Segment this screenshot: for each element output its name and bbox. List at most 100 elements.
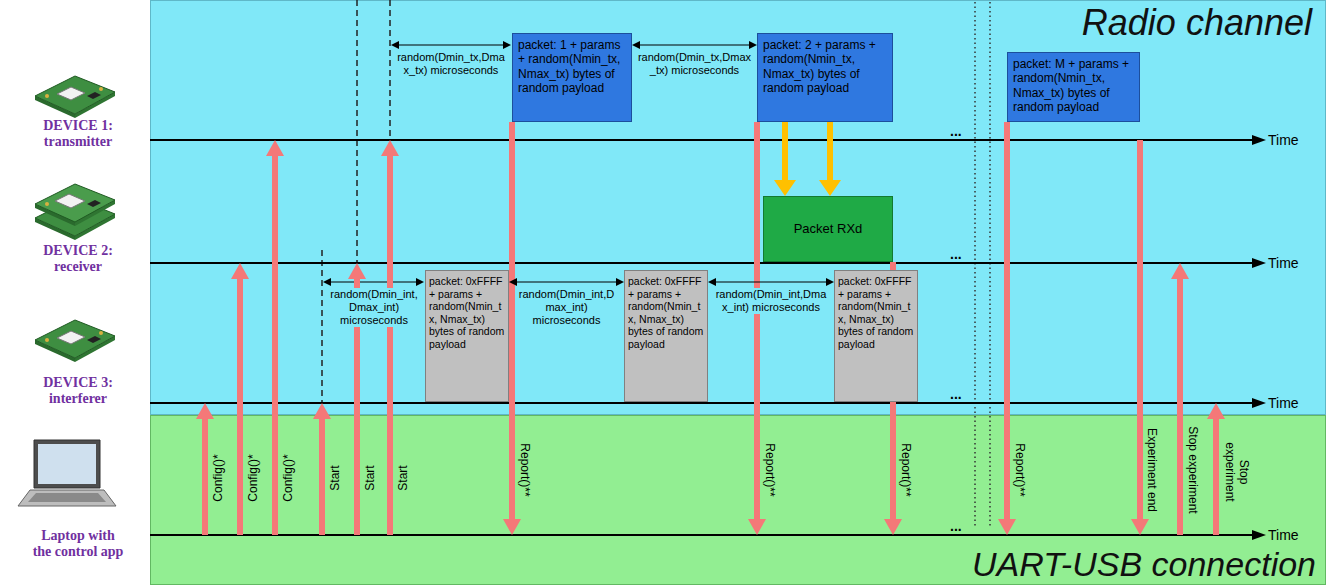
radio-module <box>57 331 85 344</box>
ellipsis: ... <box>950 246 962 262</box>
board-edge <box>75 92 115 118</box>
board <box>35 198 115 236</box>
axis-label: Time <box>1268 255 1299 271</box>
ellipsis: ... <box>950 518 962 534</box>
device-label: DEVICE 1: <box>8 118 148 134</box>
dotted-line <box>989 2 991 528</box>
device-label: DEVICE 3: <box>8 375 148 391</box>
packet-box: packet: 2 + params + random(Nmin_tx, Nma… <box>757 33 893 122</box>
report-label: Report()** <box>898 443 912 496</box>
command-arrow <box>319 417 325 535</box>
interference-box: packet: 0xFFFF + params + random(Nmin_tx… <box>834 270 918 402</box>
stop-arrowhead <box>1171 263 1189 279</box>
packet-text: packet: 0xFFFF + params + random(Nmin_tx… <box>838 275 914 351</box>
command-arrowhead <box>313 403 331 419</box>
delay-arrow <box>323 41 511 286</box>
timeline <box>150 139 1254 141</box>
ellipsis: ... <box>950 386 962 402</box>
command-label: Config()* <box>210 454 224 501</box>
delay-arrowhead <box>391 41 399 49</box>
received-box: Packet RXd <box>763 196 893 262</box>
device-label: Laptop with <box>8 528 148 544</box>
device-label: the control app <box>8 544 148 560</box>
dashed-marker <box>356 0 358 263</box>
delay-label: random(Dmin_int,Dmax_int) microseconds <box>515 288 618 327</box>
timeline-arrowhead <box>1252 258 1266 268</box>
device-label: interferer <box>8 391 148 407</box>
chip <box>87 200 101 207</box>
packet-box: packet: 1 + params + random(Nmin_tx, Nma… <box>512 33 632 122</box>
board-edge <box>35 96 75 118</box>
command-label: Stop experiment <box>1223 438 1251 506</box>
end-arrowhead <box>1131 519 1149 535</box>
timeline-arrowhead <box>1252 530 1266 540</box>
device-label: transmitter <box>8 134 148 150</box>
arrowhead <box>826 278 834 286</box>
board-edge <box>75 336 115 362</box>
arrowhead <box>708 278 716 286</box>
pin <box>45 94 49 98</box>
arrowhead <box>509 278 517 286</box>
board-icon <box>35 184 115 226</box>
report-arrow <box>890 262 896 521</box>
command-arrowhead <box>266 140 284 156</box>
command-label: Start <box>395 465 409 490</box>
command-arrowhead <box>196 403 214 419</box>
board-edge <box>75 214 115 240</box>
arrowhead <box>774 180 796 196</box>
board <box>35 320 115 358</box>
board <box>35 184 115 222</box>
delay-arrow <box>708 278 834 286</box>
delay-arrow <box>632 41 757 49</box>
axis-label: Time <box>1268 132 1299 148</box>
command-arrow <box>387 154 393 535</box>
connector-line <box>827 122 833 181</box>
board-edge <box>75 200 115 226</box>
report-arrowhead <box>503 519 521 535</box>
stop-arrowhead <box>1207 403 1225 419</box>
laptop-icon <box>18 440 116 506</box>
command-arrow <box>202 417 208 535</box>
timeline <box>150 534 1254 536</box>
delay-arrowhead <box>323 278 331 286</box>
timeline-arrowhead <box>1252 135 1266 145</box>
command-arrow <box>354 277 360 535</box>
chip <box>87 336 101 343</box>
command-arrow <box>272 154 278 535</box>
command-arrowhead <box>381 140 399 156</box>
report-arrowhead <box>884 519 902 535</box>
arrowhead <box>616 278 624 286</box>
report-arrowhead <box>748 519 766 535</box>
board-icon <box>35 320 115 362</box>
packet-text: packet: 2 + params + random(Nmin_tx, Nma… <box>763 38 887 96</box>
timeline <box>150 402 1254 404</box>
command-arrow <box>237 277 243 535</box>
board-stack-icon <box>35 198 115 240</box>
connector-line <box>715 281 827 282</box>
laptop-lid <box>34 440 100 488</box>
connector-line <box>516 281 617 282</box>
timelines <box>150 135 1266 540</box>
dashed-marker <box>389 0 391 140</box>
delay-label: random(Dmin_tx,Dmax_tx) microseconds <box>637 51 752 77</box>
packet-text: packet: M + params + random(Nmin_tx, Nma… <box>1013 57 1134 115</box>
axis-label: Time <box>1268 527 1299 543</box>
report-arrow <box>754 122 760 521</box>
interference-box: packet: 0xFFFF + params + random(Nmin_tx… <box>425 270 509 402</box>
ellipsis: ... <box>950 123 962 139</box>
delay-arrow <box>509 278 624 286</box>
connector-line <box>639 44 750 45</box>
end-arrow <box>1137 140 1143 521</box>
command-arrowhead <box>231 263 249 279</box>
stop-arrow <box>1177 277 1183 535</box>
device-label: DEVICE 2: <box>8 243 148 259</box>
timeline-arrowhead <box>1252 398 1266 408</box>
delay-line <box>399 44 503 45</box>
pin <box>99 87 103 91</box>
connector-line <box>782 122 788 181</box>
report-arrowhead <box>998 519 1016 535</box>
command-arrowhead <box>348 263 366 279</box>
delay-line <box>331 281 416 282</box>
arrowhead <box>749 41 757 49</box>
delay-label: random(Dmin_int,Dmax_int) microseconds <box>327 288 421 327</box>
